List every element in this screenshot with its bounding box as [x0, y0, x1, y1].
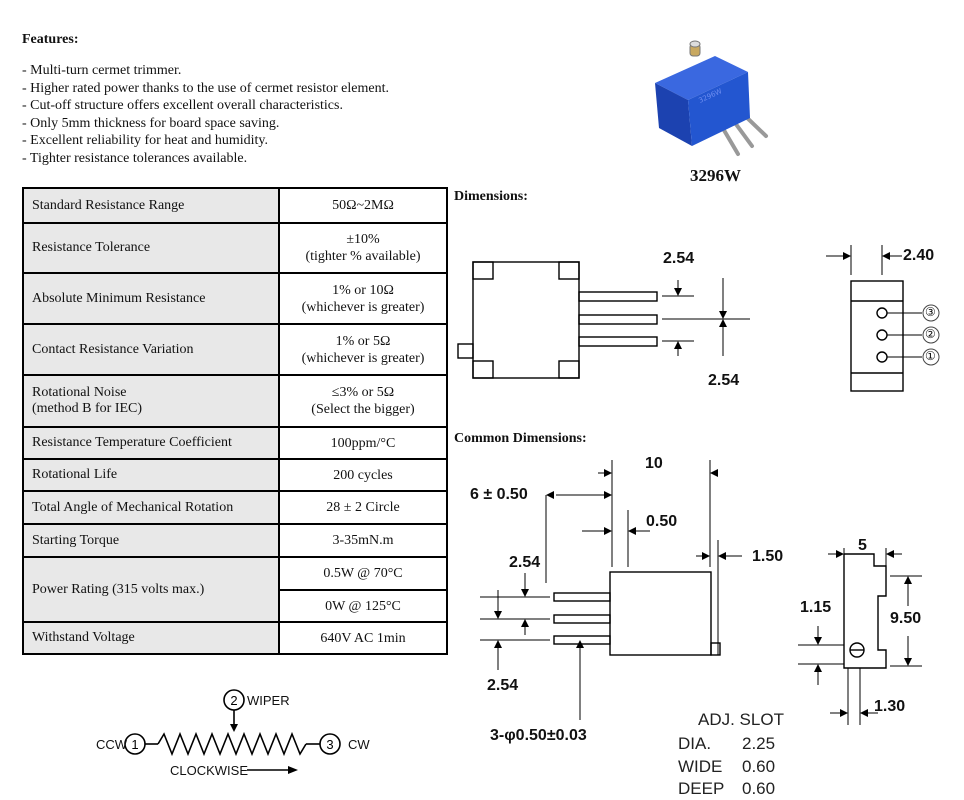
list-item: Only 5mm thickness for board space savin… — [22, 115, 389, 133]
spec-name: Contact Resistance Variation — [22, 323, 280, 376]
side-view-drawing — [826, 245, 940, 392]
slot-deep-label: DEEP — [678, 779, 725, 798]
dim-height: 9.50 — [890, 610, 922, 627]
schematic-ccw-label: CCW — [96, 737, 128, 752]
schematic-wiper-label: WIPER — [247, 693, 290, 708]
dim-pitch-top: 2.54 — [509, 554, 541, 571]
schematic-direction-label: CLOCKWISE — [170, 763, 249, 778]
spec-name: Absolute Minimum Resistance — [22, 272, 280, 325]
list-item: Cut-off structure offers excellent overa… — [22, 97, 389, 115]
terminal-2-label: 2 — [230, 693, 237, 708]
slot-dia-label: DIA. — [678, 734, 712, 753]
dim-pin-diameter: 3-φ0.50±0.03 — [490, 727, 587, 744]
spec-name: Starting Torque — [22, 523, 280, 558]
spec-value: ≤3% or 5Ω(Select the bigger) — [278, 374, 448, 428]
dim-pin-length: 6 ± 0.50 — [470, 486, 528, 503]
spec-name: Rotational Life — [22, 458, 280, 492]
spec-name: Resistance Temperature Coefficient — [22, 426, 280, 460]
dim-pitch-bottom: 2.54 — [708, 372, 740, 389]
spec-value: 200 cycles — [278, 458, 448, 492]
slot-deep-value: 0.60 — [742, 779, 776, 798]
part-name: 3296W — [690, 166, 741, 185]
spec-value: 0W @ 125°C — [278, 589, 448, 623]
common-front-drawing — [480, 460, 742, 720]
terminal-3-label: 3 — [326, 737, 333, 752]
dim-width: 2.40 — [903, 247, 935, 264]
slot-wide-label: WIDE — [678, 757, 723, 776]
list-item: Tighter resistance tolerances available. — [22, 150, 389, 168]
dim-pitch-top: 2.54 — [663, 250, 695, 267]
spec-name: Resistance Tolerance — [22, 222, 280, 274]
dim-length: 10 — [645, 455, 663, 472]
table-row: Absolute Minimum Resistance 1% or 10Ω(wh… — [22, 272, 448, 325]
slot-title: ADJ. SLOT — [698, 710, 784, 729]
front-view-drawing — [457, 261, 750, 379]
spec-value: 0.5W @ 70°C — [278, 556, 448, 591]
dim-offset: 0.50 — [646, 513, 678, 530]
dim-thickness: 5 — [858, 537, 867, 554]
table-row: Contact Resistance Variation 1% or 5Ω(wh… — [22, 323, 448, 376]
spec-name: Power Rating (315 volts max.) — [22, 556, 280, 623]
dim-adj-position: 1.15 — [800, 599, 832, 616]
common-side-drawing — [798, 548, 922, 725]
slot-dia-value: 2.25 — [742, 734, 776, 753]
features-list: Multi-turn cermet trimmer. Higher rated … — [22, 62, 389, 168]
table-row: Power Rating (315 volts max.) 0.5W @ 70°… — [22, 556, 448, 623]
table-row: Resistance Tolerance ±10%(tighter % avai… — [22, 222, 448, 274]
dimensions-title: Dimensions: — [454, 189, 528, 204]
features-title: Features: — [22, 32, 79, 47]
spec-name: Standard Resistance Range — [22, 187, 280, 224]
terminal-1-label: 1 — [131, 737, 138, 752]
spec-value: 28 ± 2 Circle — [278, 490, 448, 525]
spec-name: Rotational Noise(method B for IEC) — [22, 374, 280, 428]
spec-name: Withstand Voltage — [22, 621, 280, 655]
dim-bottom: 1.30 — [874, 698, 906, 715]
list-item: Multi-turn cermet trimmer. — [22, 62, 389, 80]
spec-value: 1% or 10Ω(whichever is greater) — [278, 272, 448, 325]
spec-value: 50Ω~2MΩ — [278, 187, 448, 224]
pin-label-1: ① — [925, 349, 936, 363]
list-item: Excellent reliability for heat and humid… — [22, 132, 389, 150]
spec-value: 1% or 5Ω(whichever is greater) — [278, 323, 448, 376]
pin-label-2: ② — [925, 327, 936, 341]
spec-value: 100ppm/°C — [278, 426, 448, 460]
dim-side: 1.50 — [752, 548, 784, 565]
table-row: Rotational Noise(method B for IEC) ≤3% o… — [22, 374, 448, 428]
table-row: Total Angle of Mechanical Rotation 28 ± … — [22, 490, 448, 525]
common-dimensions-title: Common Dimensions: — [454, 431, 587, 446]
schematic-drawing: 1 2 3 — [124, 689, 341, 774]
table-row: 0W @ 125°C — [23, 589, 448, 623]
table-row: Withstand Voltage 640V AC 1min — [22, 621, 448, 655]
spec-name: Total Angle of Mechanical Rotation — [22, 490, 280, 525]
spec-value: 640V AC 1min — [278, 621, 448, 655]
schematic-cw-label: CW — [348, 737, 370, 752]
trimmer-product-image: 3296W — [655, 40, 768, 156]
spec-table: Standard Resistance Range 50Ω~2MΩ Resist… — [22, 187, 448, 655]
table-row: Rotational Life 200 cycles — [22, 458, 448, 492]
dim-pitch-bottom: 2.54 — [487, 677, 519, 694]
table-row: Resistance Temperature Coefficient 100pp… — [22, 426, 448, 460]
table-row: Starting Torque 3-35mN.m — [22, 523, 448, 558]
table-row: Standard Resistance Range 50Ω~2MΩ — [22, 187, 448, 224]
list-item: Higher rated power thanks to the use of … — [22, 80, 389, 98]
spec-value: ±10%(tighter % available) — [278, 222, 448, 274]
pin-label-3: ③ — [925, 305, 936, 319]
spec-value: 3-35mN.m — [278, 523, 448, 558]
slot-wide-value: 0.60 — [742, 757, 776, 776]
